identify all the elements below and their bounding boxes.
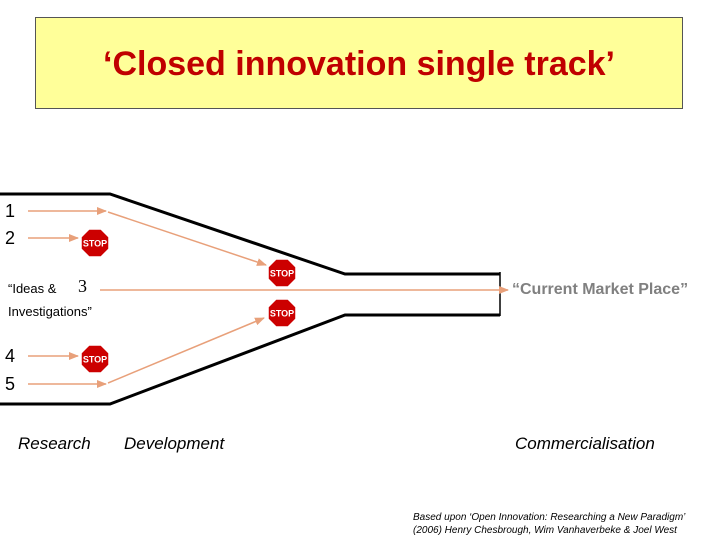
svg-text:STOP: STOP: [83, 355, 107, 365]
idea-number-3: 3: [78, 276, 87, 296]
arrow-5-develop: [107, 317, 265, 384]
source-citation-line1: Based upon ‘Open Innovation: Researching…: [413, 512, 686, 523]
ideas-label-line2: Investigations”: [8, 304, 92, 319]
funnel-bottom-line: [0, 313, 500, 406]
svg-text:STOP: STOP: [270, 269, 294, 279]
idea-number-5: 5: [5, 374, 16, 394]
stop-sign-icon: STOP: [267, 298, 297, 328]
arrow-1-develop: [107, 211, 267, 266]
stop-sign-icon: STOP: [80, 228, 110, 258]
idea-number-4: 4: [5, 346, 16, 366]
slide-title: ‘Closed innovation single track’: [103, 45, 615, 83]
title-box: ‘Closed innovation single track’: [35, 17, 683, 109]
svg-text:STOP: STOP: [83, 239, 107, 249]
idea-number-1: 1: [5, 201, 16, 221]
market-label: “Current Market Place”: [512, 281, 689, 298]
funnel-top-line: [0, 192, 500, 276]
svg-text:STOP: STOP: [270, 309, 294, 319]
source-citation-line2: (2006) Henry Chesbrough, Wim Vanhaverbek…: [413, 525, 677, 536]
stop-sign-icon: STOP: [267, 258, 297, 288]
ideas-label-line1: “Ideas &: [8, 281, 57, 296]
stage-development: Development: [124, 434, 225, 453]
stage-research: Research: [18, 434, 91, 453]
idea-number-2: 2: [5, 228, 16, 248]
stage-commercialisation: Commercialisation: [515, 434, 655, 453]
stop-sign-icon: STOP: [80, 344, 110, 374]
